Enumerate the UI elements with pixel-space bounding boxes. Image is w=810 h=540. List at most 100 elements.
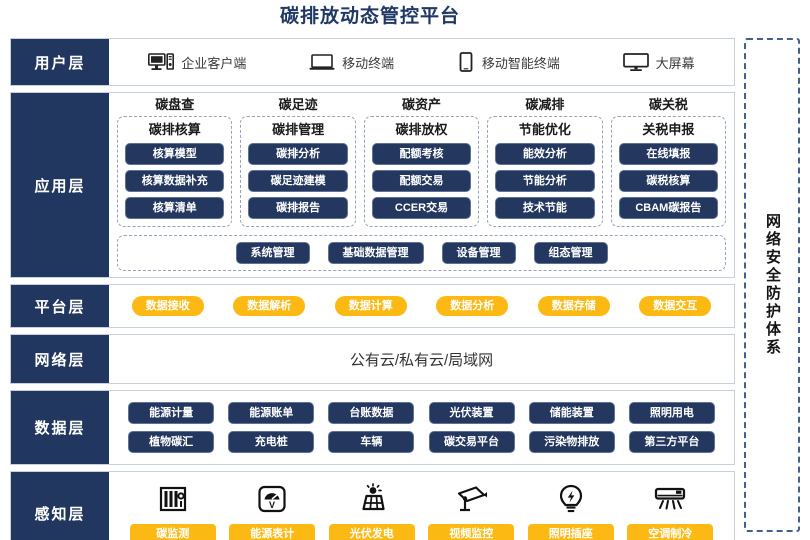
lightbulb-icon: [556, 482, 586, 516]
security-system-label: 网络安全防护体系: [764, 213, 781, 357]
sense-item-air-conditioning[interactable]: 空调制冷: [624, 482, 716, 540]
network-text: 公有云/私有云/局域网: [349, 351, 494, 369]
sense-item-row: 碳监测 V 能源表计: [117, 478, 726, 540]
platform-item-row: 数据接收 数据解析 数据计算 数据分析 数据存储 数据交互: [117, 291, 726, 321]
app-item-button[interactable]: 能效分析: [495, 143, 595, 165]
user-item-large-screen[interactable]: 大屏幕: [622, 52, 695, 72]
sense-item-label[interactable]: 碳监测: [129, 524, 216, 540]
sense-item-label[interactable]: 光伏发电: [328, 524, 415, 540]
layer-label-sense: 感知层: [11, 472, 109, 540]
data-item-button[interactable]: 照明用电: [628, 402, 715, 424]
data-item-button[interactable]: 能源账单: [228, 402, 315, 424]
app-column-title: 碳减排: [525, 97, 565, 112]
user-item-mobile-terminal[interactable]: 移动终端: [309, 53, 394, 72]
app-group-title: 碳排放权: [395, 122, 448, 137]
data-item-button[interactable]: 台账数据: [328, 402, 415, 424]
platform-item-button[interactable]: 数据交互: [639, 296, 712, 316]
sense-item-label[interactable]: 照明插座: [527, 524, 614, 540]
layer-stack: 用户层: [10, 38, 735, 540]
app-column-carbon-tariff: 碳关税 关税申报 在线填报 碳税核算 CBAM碳报告: [610, 97, 727, 227]
layer-label-user: 用户层: [11, 39, 109, 85]
data-item-grid: 能源计量 能源账单 台账数据 光伏装置 储能装置 照明用电 植物碳汇 充电桩 车…: [117, 397, 726, 458]
app-item-button[interactable]: 在线填报: [618, 143, 719, 165]
sense-item-label[interactable]: 视频监控: [428, 524, 515, 540]
app-management-button[interactable]: 基础数据管理: [327, 242, 424, 264]
layer-body-user: 企业客户端 移动终端: [109, 39, 734, 85]
data-item-row-1: 能源计量 能源账单 台账数据 光伏装置 储能装置 照明用电: [121, 402, 722, 424]
data-item-button[interactable]: 能源计量: [128, 402, 215, 424]
sense-item-energy-meter[interactable]: V 能源表计: [226, 482, 318, 540]
app-item-button[interactable]: 节能分析: [495, 170, 595, 192]
app-column-box: 碳排管理 碳排分析 碳足迹建模 碳排报告: [240, 116, 356, 227]
platform-item-button[interactable]: 数据分析: [436, 296, 509, 316]
user-item-label: 企业客户端: [181, 55, 247, 71]
data-item-button[interactable]: 车辆: [328, 431, 415, 453]
data-item-button[interactable]: 第三方平台: [628, 431, 715, 453]
app-item-button[interactable]: 配额考核: [371, 143, 472, 165]
layer-data: 数据层 能源计量 能源账单 台账数据 光伏装置 储能装置 照明用电 植物碳汇 充…: [10, 390, 735, 465]
sense-item-solar-power[interactable]: 光伏发电: [326, 482, 418, 540]
layer-network: 网络层 公有云/私有云/局域网: [10, 334, 735, 384]
user-item-label: 移动智能终端: [481, 55, 560, 71]
sense-item-label[interactable]: 能源表计: [229, 524, 316, 540]
layer-sense: 感知层: [10, 471, 735, 540]
app-item-button[interactable]: 配额交易: [371, 170, 472, 192]
app-item-button[interactable]: 碳排分析: [248, 143, 348, 165]
app-management-button[interactable]: 设备管理: [441, 242, 516, 264]
app-column-carbon-reduction: 碳减排 节能优化 能效分析 节能分析 技术节能: [487, 97, 603, 227]
platform-item-button[interactable]: 数据解析: [233, 296, 306, 316]
laptop-icon: [309, 53, 335, 71]
data-item-button[interactable]: 碳交易平台: [428, 431, 515, 453]
app-item-button[interactable]: 核算模型: [125, 143, 225, 165]
app-item-button[interactable]: 碳排报告: [248, 197, 348, 219]
desktop-pc-icon: [148, 53, 175, 71]
sense-item-video-surveillance[interactable]: 视频监控: [425, 482, 517, 540]
smartphone-icon: [457, 52, 475, 72]
app-item-button[interactable]: CBAM碳报告: [618, 197, 719, 219]
platform-item-button[interactable]: 数据接收: [131, 296, 204, 316]
user-item-smart-mobile-terminal[interactable]: 移动智能终端: [457, 52, 560, 72]
page-title: 碳排放动态管控平台: [279, 6, 460, 27]
large-screen-icon: [622, 52, 649, 72]
air-conditioner-icon: [653, 482, 687, 516]
platform-item-button[interactable]: 数据计算: [334, 296, 407, 316]
app-group-title: 节能优化: [518, 122, 571, 137]
app-group-title: 关税申报: [642, 122, 695, 137]
app-group-title: 碳排核算: [148, 122, 201, 137]
data-item-button[interactable]: 充电桩: [228, 431, 315, 453]
carbon-monitor-cabinet-icon: [157, 482, 189, 516]
sense-item-label[interactable]: 空调制冷: [627, 524, 714, 540]
app-management-button[interactable]: 系统管理: [235, 242, 310, 264]
app-item-button[interactable]: 碳足迹建模: [248, 170, 348, 192]
data-item-button[interactable]: 植物碳汇: [128, 431, 215, 453]
app-item-button[interactable]: 核算清单: [125, 197, 225, 219]
layer-body-network: 公有云/私有云/局域网: [109, 335, 734, 383]
sense-item-carbon-monitoring[interactable]: 碳监测: [127, 482, 219, 540]
data-item-button[interactable]: 储能装置: [528, 402, 615, 424]
layer-platform: 平台层 数据接收 数据解析 数据计算 数据分析 数据存储 数据交互: [10, 284, 735, 328]
user-item-row: 企业客户端 移动终端: [117, 45, 726, 79]
app-column-title: 碳盘查: [155, 97, 195, 112]
sense-item-lighting-socket[interactable]: 照明插座: [525, 482, 617, 540]
user-item-label: 移动终端: [342, 55, 395, 71]
layer-user: 用户层: [10, 38, 735, 86]
user-item-enterprise-client[interactable]: 企业客户端: [148, 53, 246, 72]
layer-label-platform: 平台层: [11, 285, 109, 327]
app-column-title: 碳足迹: [278, 97, 318, 112]
app-item-button[interactable]: 技术节能: [495, 197, 595, 219]
app-management-button[interactable]: 组态管理: [533, 242, 608, 264]
app-column-box: 关税申报 在线填报 碳税核算 CBAM碳报告: [610, 116, 727, 227]
app-item-button[interactable]: 碳税核算: [618, 170, 719, 192]
platform-item-button[interactable]: 数据存储: [537, 296, 610, 316]
app-item-button[interactable]: CCER交易: [371, 197, 472, 219]
data-item-button[interactable]: 光伏装置: [428, 402, 515, 424]
layer-body-data: 能源计量 能源账单 台账数据 光伏装置 储能装置 照明用电 植物碳汇 充电桩 车…: [109, 391, 734, 464]
data-item-button[interactable]: 污染物排放: [528, 431, 615, 453]
svg-text:V: V: [269, 500, 275, 510]
solar-panel-icon: [356, 482, 388, 516]
data-item-row-2: 植物碳汇 充电桩 车辆 碳交易平台 污染物排放 第三方平台: [121, 431, 722, 453]
layer-body-platform: 数据接收 数据解析 数据计算 数据分析 数据存储 数据交互: [109, 285, 734, 327]
app-item-button[interactable]: 核算数据补充: [125, 170, 225, 192]
app-column-box: 碳排放权 配额考核 配额交易 CCER交易: [363, 116, 480, 227]
app-column-title: 碳资产: [402, 97, 442, 112]
